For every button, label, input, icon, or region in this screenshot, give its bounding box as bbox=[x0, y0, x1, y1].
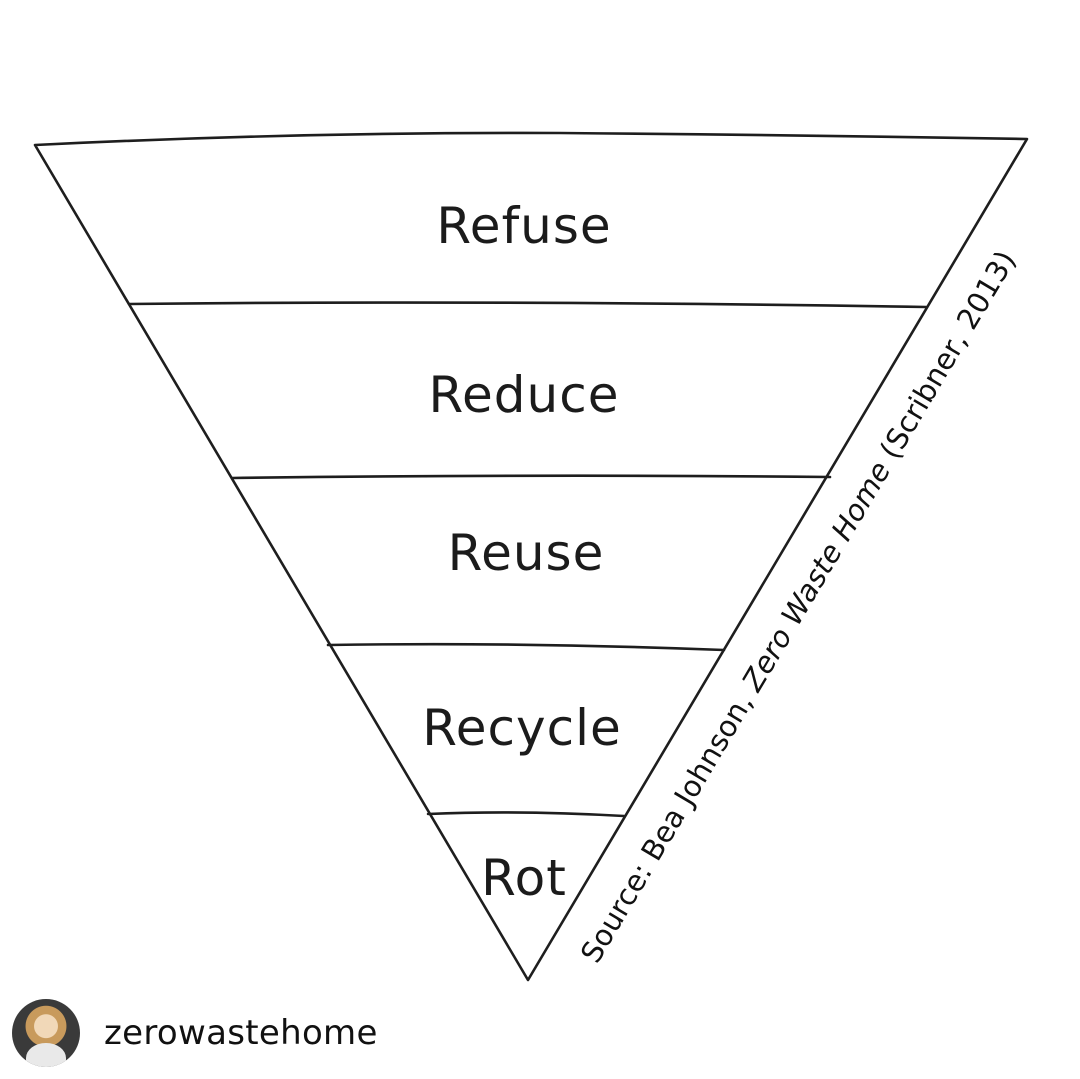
divider-line bbox=[328, 644, 724, 650]
divider-line bbox=[232, 476, 830, 478]
account-bar: zerowastehome bbox=[12, 998, 378, 1068]
source-citation: Source: Bea Johnson, Zero Waste Home (Sc… bbox=[574, 245, 1023, 969]
avatar[interactable] bbox=[12, 999, 80, 1067]
divider-line bbox=[428, 812, 624, 816]
tier-label-reuse: Reuse bbox=[448, 524, 605, 582]
tier-label-refuse: Refuse bbox=[436, 197, 611, 255]
source-book-title: Zero Waste Home bbox=[735, 455, 898, 697]
account-handle[interactable]: zerowastehome bbox=[104, 1013, 378, 1053]
tier-label-reduce: Reduce bbox=[429, 366, 620, 424]
tier-label-rot: Rot bbox=[481, 849, 567, 907]
divider-line bbox=[129, 303, 926, 307]
tier-label-recycle: Recycle bbox=[422, 699, 621, 757]
